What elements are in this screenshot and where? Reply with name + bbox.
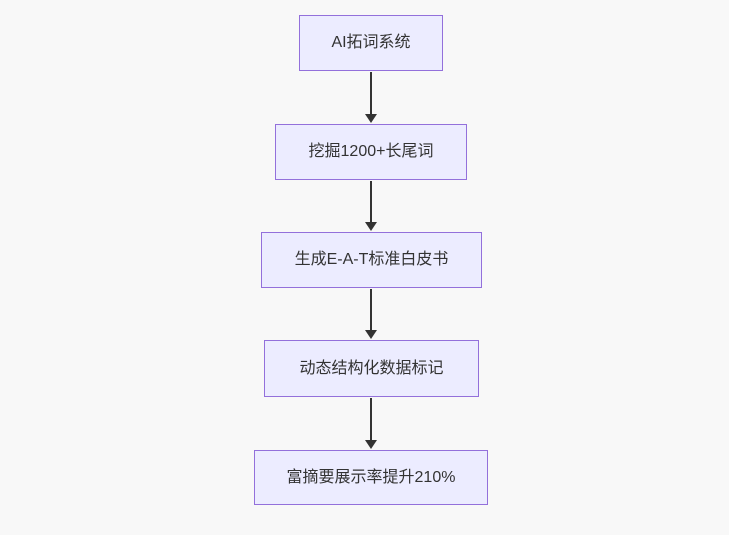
node-label: AI拓词系统 bbox=[331, 34, 411, 52]
node-label: 挖掘1200+长尾词 bbox=[308, 143, 434, 161]
arrowhead-down-icon bbox=[365, 330, 377, 339]
edge-line bbox=[370, 398, 372, 442]
node-label: 生成E-A-T标准白皮书 bbox=[294, 251, 449, 269]
flowchart-node-ai-word-system: AI拓词系统 bbox=[299, 15, 443, 71]
edge-line bbox=[370, 289, 372, 332]
flowchart-node-structured-data: 动态结构化数据标记 bbox=[264, 340, 479, 397]
flowchart-node-eat-whitepaper: 生成E-A-T标准白皮书 bbox=[261, 232, 482, 288]
arrowhead-down-icon bbox=[365, 440, 377, 449]
node-label: 动态结构化数据标记 bbox=[299, 359, 444, 377]
edge-line bbox=[370, 72, 372, 116]
arrowhead-down-icon bbox=[365, 114, 377, 123]
flowchart-node-rich-snippet-result: 富摘要展示率提升210% bbox=[254, 450, 488, 505]
edge-line bbox=[370, 181, 372, 224]
node-label: 富摘要展示率提升210% bbox=[286, 468, 456, 486]
arrowhead-down-icon bbox=[365, 222, 377, 231]
flowchart-node-longtail-mining: 挖掘1200+长尾词 bbox=[275, 124, 467, 180]
